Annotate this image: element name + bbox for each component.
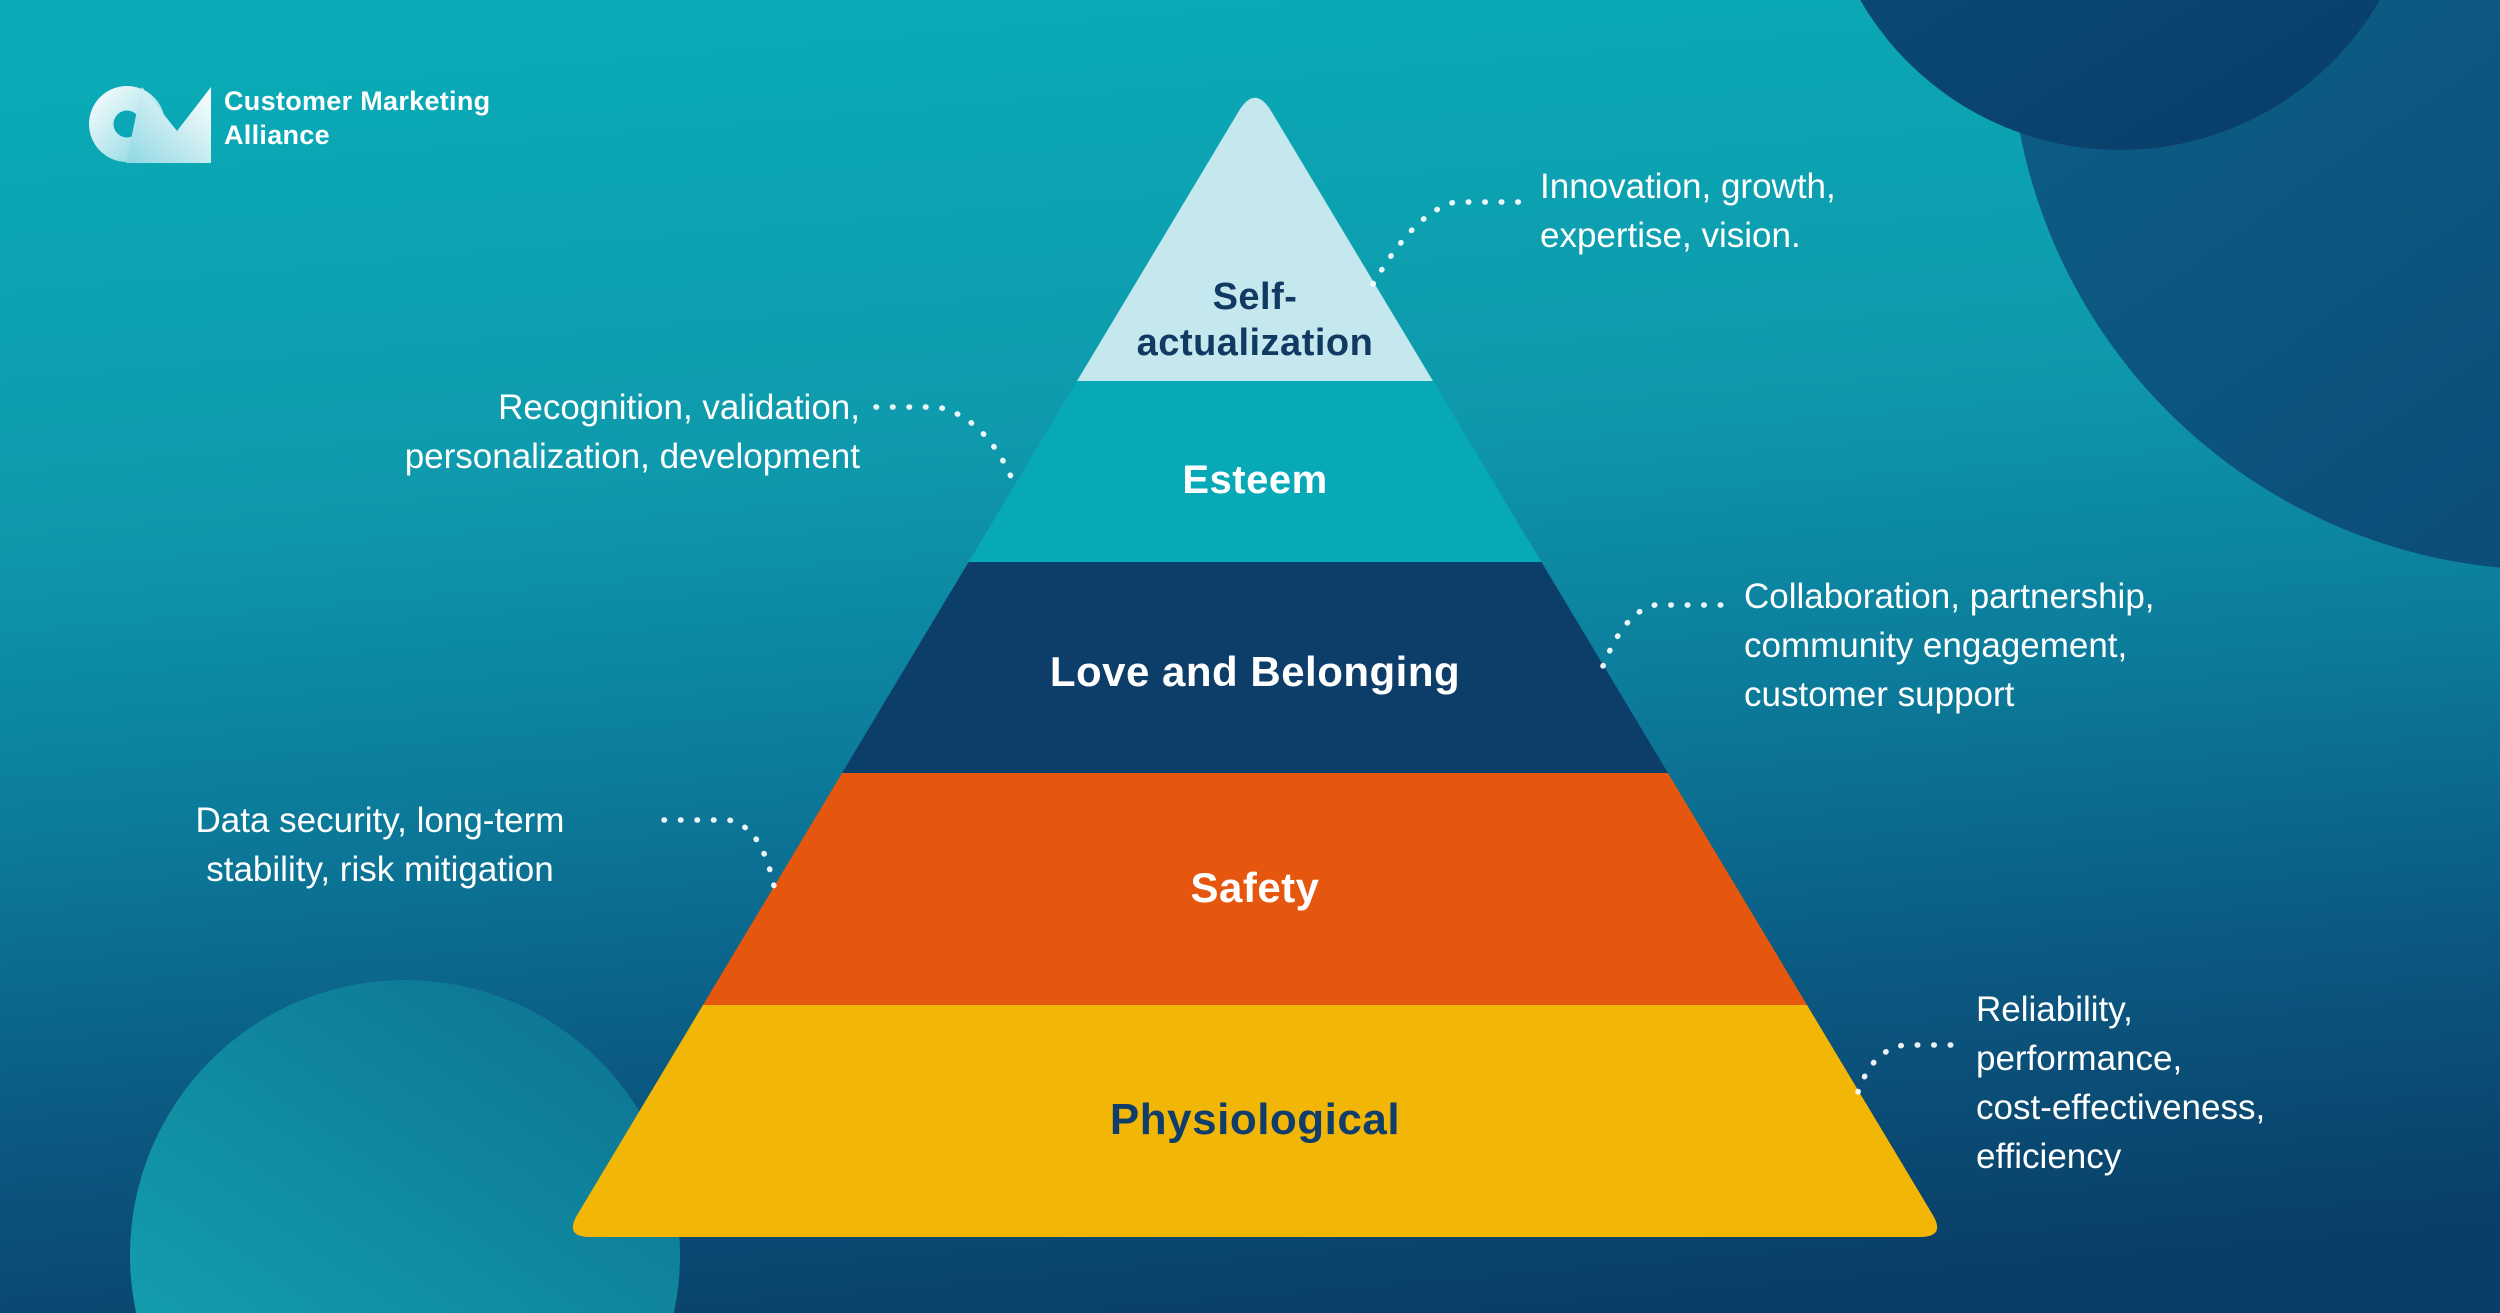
- leader-line-safety: [661, 817, 777, 889]
- brand-name-line1: Customer Marketing: [224, 86, 491, 116]
- annotation-safety: Data security, long-term stability, risk…: [195, 801, 565, 889]
- logo-m-shape: [126, 87, 211, 163]
- annotation-love-belonging: Collaboration, partnership, community en…: [1744, 577, 2155, 714]
- level-label-physiological: Physiological: [1109, 1095, 1401, 1144]
- annotation-esteem: Recognition, validation, personalization…: [404, 388, 860, 476]
- brand-name-line2: Alliance: [224, 120, 330, 150]
- leader-line-love-belonging: [1600, 602, 1725, 669]
- decor-circle-bottom-left: [130, 980, 680, 1313]
- decor-circle-top-right-small: [1860, 0, 2380, 150]
- leader-line-self-actualization: [1370, 199, 1525, 287]
- level-label-self-actualization: Self-actualization: [1136, 276, 1374, 364]
- cma-logo-icon: [88, 86, 211, 163]
- brand-name: Customer Marketing Alliance: [224, 84, 490, 152]
- leader-line-physiological: [1855, 1042, 1957, 1095]
- annotation-self-actualization: Innovation, growth, expertise, vision.: [1540, 167, 1836, 255]
- level-label-esteem: Esteem: [1182, 458, 1328, 502]
- leader-line-esteem: [873, 404, 1017, 487]
- annotation-physiological: Reliability, performance, cost-effective…: [1976, 990, 2266, 1176]
- level-label-safety: Safety: [1190, 864, 1320, 911]
- level-label-love-belonging: Love and Belonging: [1049, 648, 1461, 695]
- pyramid-level-physiological: [572, 1005, 1938, 1237]
- leader-lines: [661, 199, 1957, 1095]
